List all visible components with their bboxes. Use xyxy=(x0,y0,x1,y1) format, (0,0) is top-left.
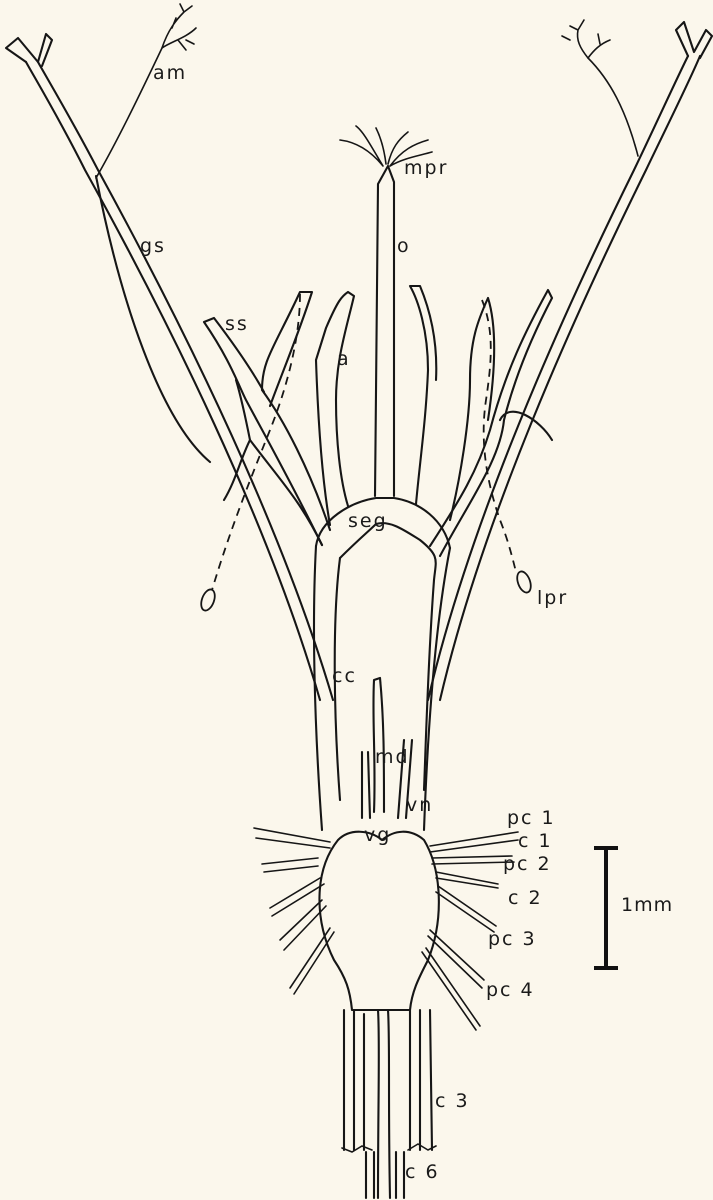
label-pc3: pc 3 xyxy=(488,930,537,949)
label-pc1: pc 1 xyxy=(507,809,556,828)
label-c6: c 6 xyxy=(405,1163,440,1182)
label-am: am xyxy=(153,64,187,83)
scale-bar-label: 1mm xyxy=(621,896,673,915)
left-am-branch xyxy=(96,4,196,178)
right-lpr-nerve xyxy=(482,300,533,594)
circumesophageal-connectives xyxy=(314,546,450,830)
label-md: md xyxy=(375,748,410,767)
label-lpr: lpr xyxy=(537,589,568,608)
label-ss: ss xyxy=(225,315,249,334)
label-mpr: mpr xyxy=(404,159,448,178)
label-pc2: pc 2 xyxy=(503,855,552,874)
label-c3: c 3 xyxy=(435,1092,470,1111)
label-c2: c 2 xyxy=(508,889,543,908)
label-c1: c 1 xyxy=(518,832,553,851)
label-o: o xyxy=(397,237,411,256)
lateral-nerves xyxy=(254,828,518,1030)
optic-nerve xyxy=(340,126,432,496)
label-seg: seg xyxy=(348,512,388,531)
label-pc4: pc 4 xyxy=(486,981,535,1000)
label-cc: cc xyxy=(332,667,357,686)
label-a: a xyxy=(337,350,351,369)
right-am-branch xyxy=(562,20,638,156)
label-gs: gs xyxy=(140,237,166,256)
scale-bar xyxy=(594,848,618,968)
ventral-ganglion xyxy=(319,832,438,1010)
label-vg: vg xyxy=(364,826,391,845)
label-vn: vn xyxy=(406,796,433,815)
left-lpr-nerve xyxy=(199,294,300,612)
